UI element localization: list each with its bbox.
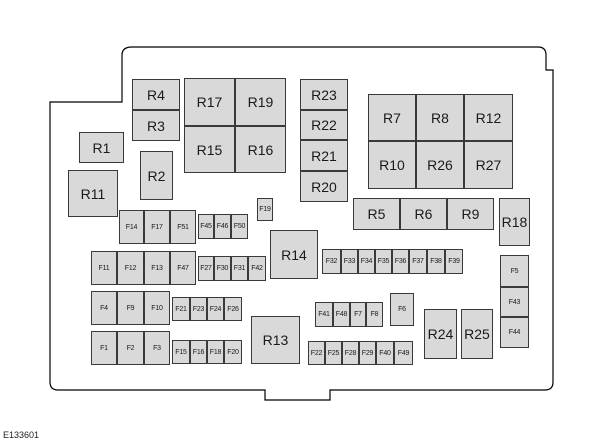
- fuse-f18: F18: [207, 340, 224, 364]
- fuse-f26: F26: [224, 297, 242, 321]
- relay-r26: R26: [416, 141, 464, 189]
- relay-r13: R13: [251, 316, 300, 364]
- fuse-f44: F44: [500, 317, 529, 348]
- fuse-f47: F47: [170, 251, 196, 285]
- fuse-f42: F42: [248, 256, 266, 281]
- fuse-f50: F50: [231, 214, 248, 239]
- fuse-f31: F31: [231, 256, 248, 281]
- fuse-f43: F43: [500, 287, 529, 317]
- fuse-f32: F32: [322, 249, 341, 274]
- fuse-f6: F6: [390, 293, 414, 326]
- relay-r23: R23: [300, 79, 348, 110]
- relay-r18: R18: [499, 198, 530, 246]
- fuse-f3: F3: [144, 331, 170, 365]
- relay-r27: R27: [464, 141, 513, 189]
- relay-r19: R19: [235, 78, 286, 126]
- relay-r14: R14: [270, 230, 318, 279]
- relay-r17: R17: [184, 78, 235, 126]
- relay-r20: R20: [300, 171, 348, 202]
- fuse-f40: F40: [376, 341, 394, 365]
- fuse-f39: F39: [445, 249, 463, 274]
- relay-r9: R9: [447, 198, 494, 230]
- fuse-f51: F51: [170, 210, 196, 244]
- fuse-f46: F46: [214, 214, 231, 239]
- relay-r21: R21: [300, 140, 348, 171]
- fuse-f7: F7: [350, 302, 366, 327]
- relay-r10: R10: [368, 141, 416, 189]
- fuse-f23: F23: [190, 297, 207, 321]
- fuse-f27: F27: [198, 256, 214, 281]
- relay-r8: R8: [416, 94, 464, 141]
- fuse-f17: F17: [144, 210, 170, 244]
- fuse-f30: F30: [214, 256, 231, 281]
- relay-r11: R11: [68, 170, 118, 217]
- fuse-f19: F19: [257, 198, 273, 221]
- relay-r16: R16: [235, 126, 286, 173]
- fuse-f20: F20: [224, 340, 242, 364]
- fuse-f45: F45: [198, 214, 214, 239]
- fuse-f14: F14: [119, 210, 144, 244]
- relay-r1: R1: [79, 132, 124, 163]
- relay-r4: R4: [132, 79, 180, 110]
- fuse-f8: F8: [366, 302, 383, 327]
- fuse-f10: F10: [144, 291, 170, 325]
- fuse-f28: F28: [342, 341, 359, 365]
- fuse-f12: F12: [117, 251, 144, 285]
- relay-r2: R2: [140, 151, 173, 200]
- relay-r22: R22: [300, 110, 348, 140]
- fuse-f22: F22: [308, 341, 325, 365]
- relay-r6: R6: [400, 198, 447, 230]
- fuse-f24: F24: [207, 297, 224, 321]
- relay-r5: R5: [353, 198, 400, 230]
- relay-r25: R25: [461, 309, 493, 359]
- relay-r7: R7: [368, 94, 416, 141]
- fuse-f37: F37: [409, 249, 427, 274]
- fuse-f21: F21: [172, 297, 190, 321]
- fuse-f34: F34: [358, 249, 375, 274]
- fuse-f49: F49: [394, 341, 413, 365]
- fuse-f2: F2: [117, 331, 144, 365]
- fuse-f13: F13: [144, 251, 170, 285]
- fuse-f9: F9: [117, 291, 144, 325]
- fuse-f48: F48: [333, 302, 350, 327]
- fuse-f5: F5: [500, 255, 529, 287]
- relay-r12: R12: [464, 94, 513, 141]
- fuse-f11: F11: [91, 251, 117, 285]
- fuse-f4: F4: [91, 291, 117, 325]
- relay-r24: R24: [424, 309, 457, 359]
- fuse-f33: F33: [341, 249, 358, 274]
- fuse-f35: F35: [375, 249, 392, 274]
- relay-r15: R15: [184, 126, 235, 173]
- fuse-f38: F38: [427, 249, 445, 274]
- fuse-f29: F29: [359, 341, 376, 365]
- fuse-f25: F25: [325, 341, 342, 365]
- relay-r3: R3: [132, 110, 180, 141]
- fuse-f15: F15: [172, 340, 190, 364]
- figure-id-caption: E133601: [3, 430, 40, 440]
- fuse-f41: F41: [315, 302, 333, 327]
- fuse-f36: F36: [392, 249, 409, 274]
- fuse-f1: F1: [91, 331, 117, 365]
- fuse-f16: F16: [190, 340, 207, 364]
